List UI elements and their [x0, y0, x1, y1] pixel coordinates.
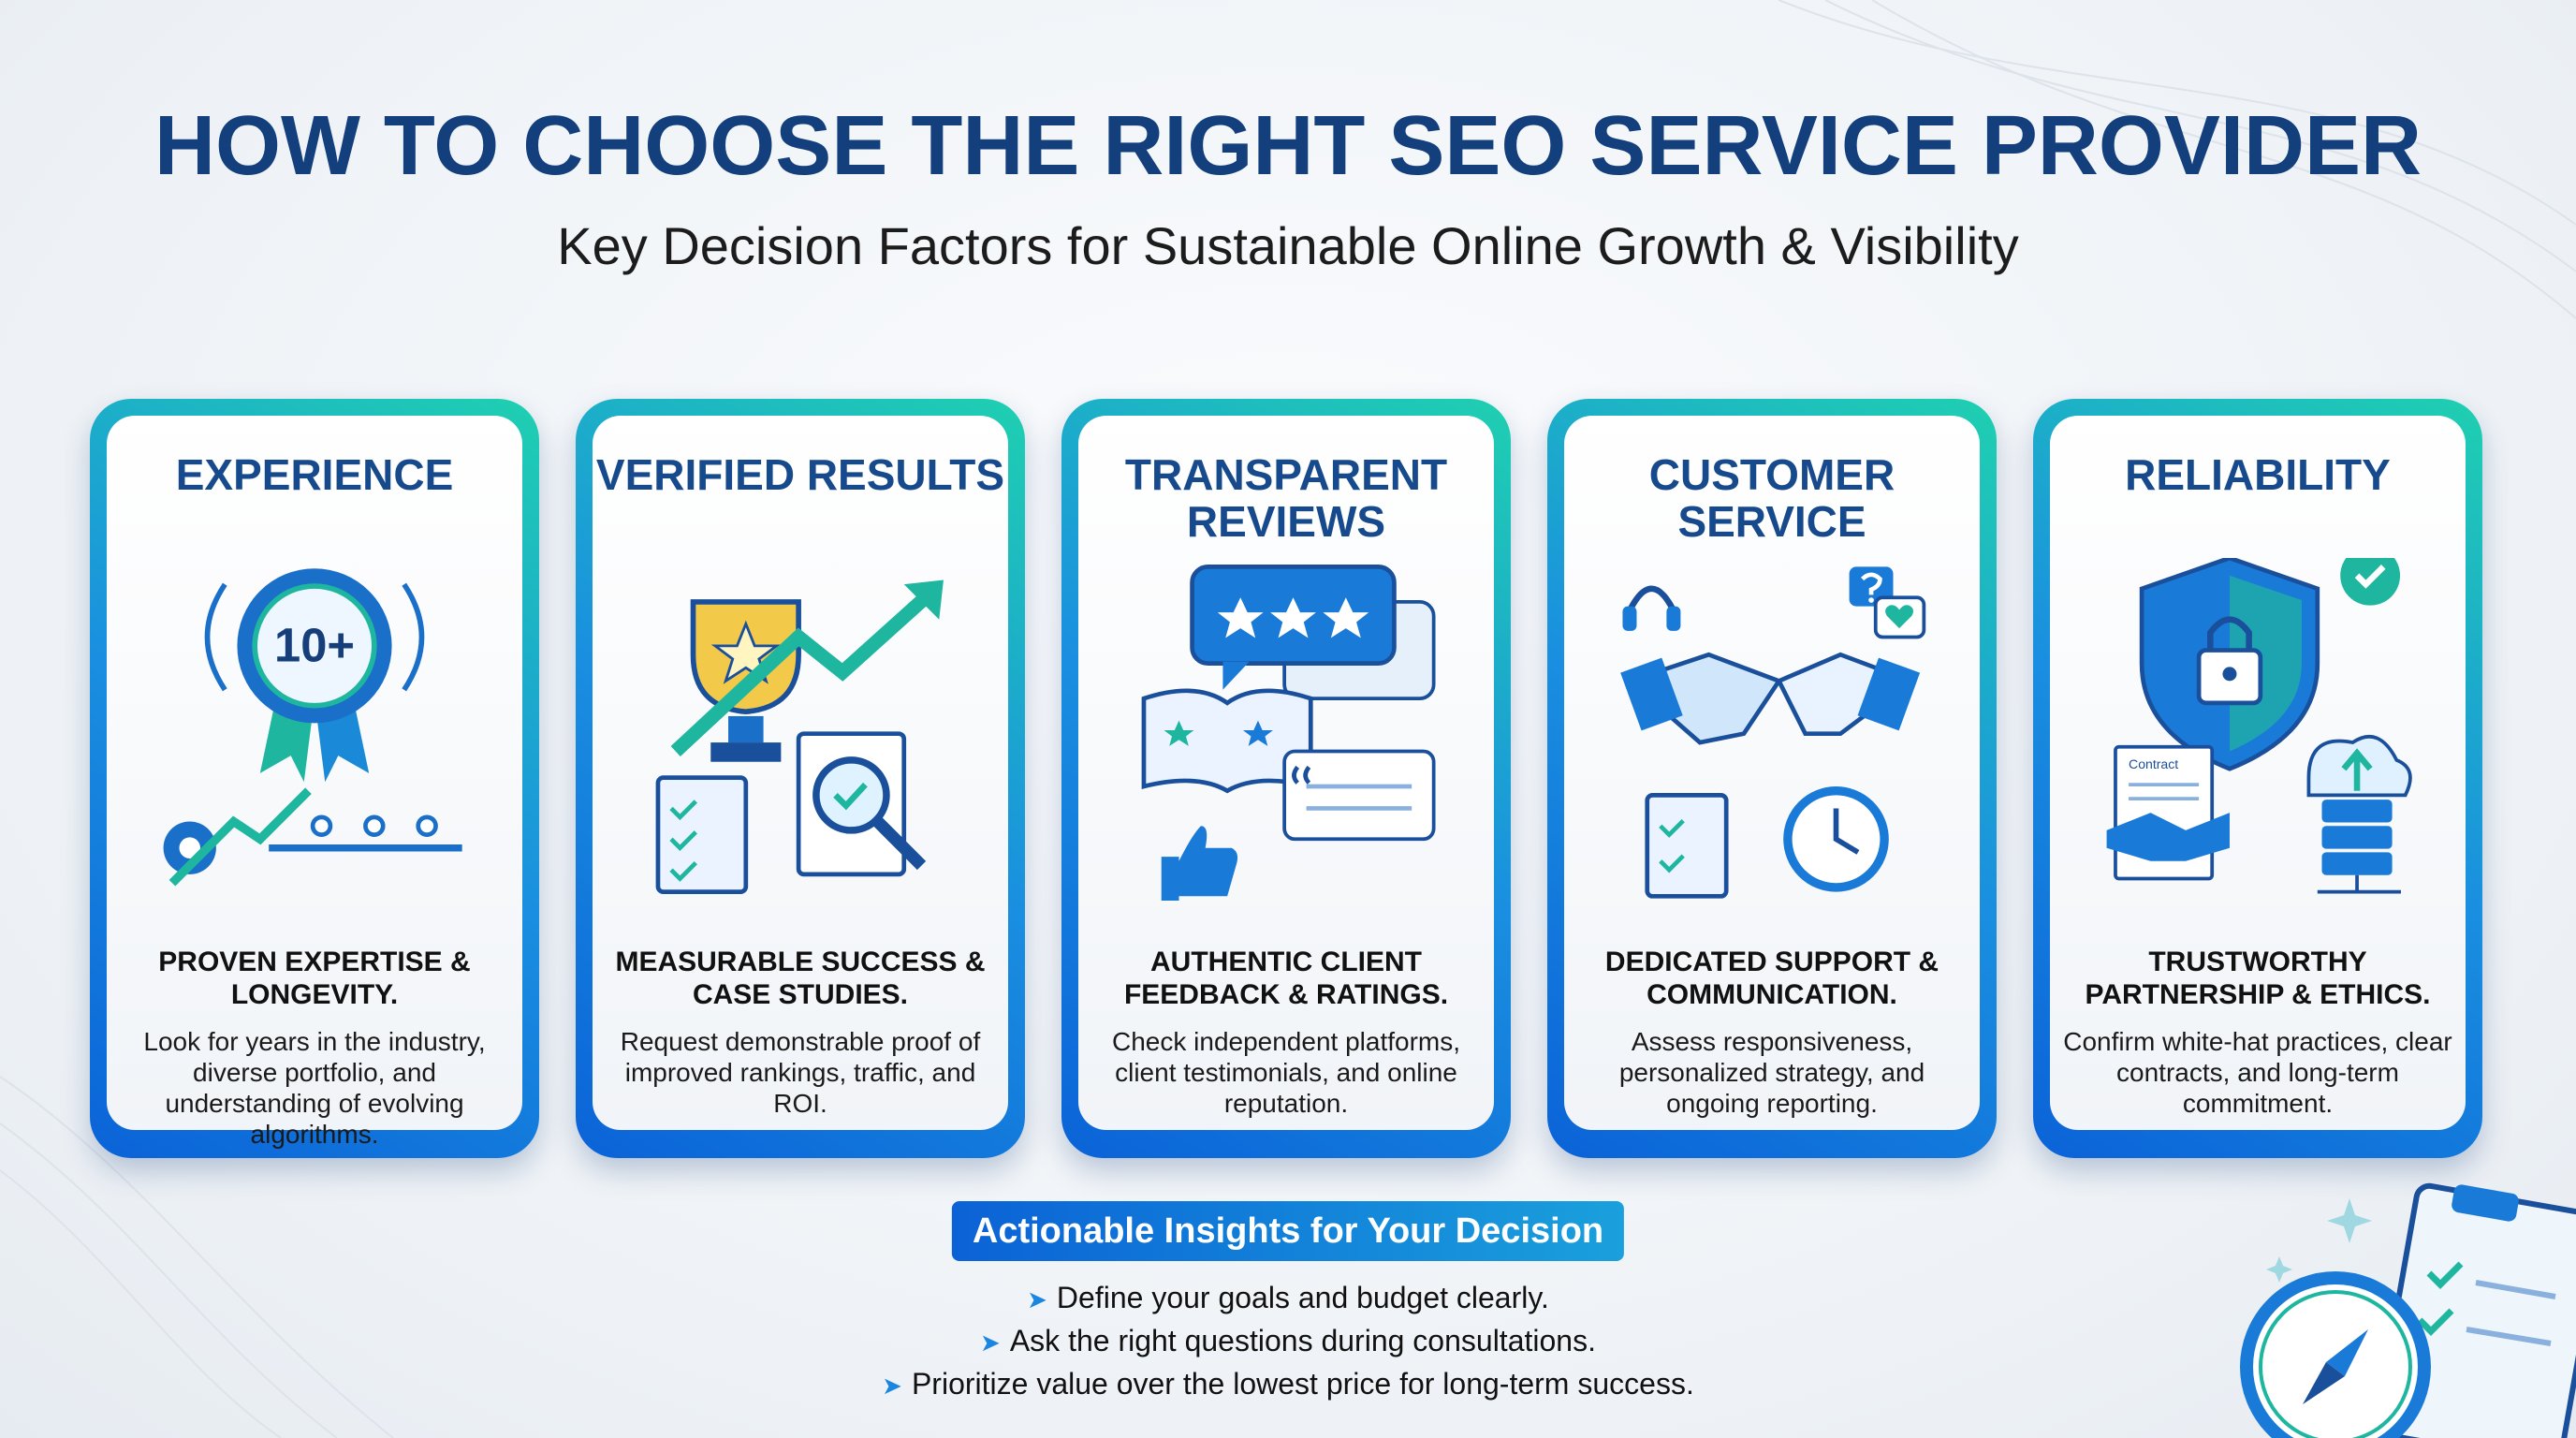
insights-banner: Actionable Insights for Your Decision: [951, 1201, 1625, 1261]
svg-text:Contract: Contract: [2129, 756, 2178, 771]
chevron-right-icon: ➤: [980, 1328, 1001, 1357]
card-description: Assess responsiveness, personalized stra…: [1618, 1027, 1925, 1118]
insights-list: ➤Define your goals and budget clearly. ➤…: [0, 1277, 2576, 1406]
award-badge-icon: 10+: [163, 568, 462, 887]
svg-text:10+: 10+: [274, 619, 355, 672]
trophy-icon: [655, 580, 944, 894]
insight-item: ➤Prioritize value over the lowest price …: [882, 1367, 1694, 1401]
card-description: Look for years in the industry, diverse …: [143, 1027, 486, 1149]
chevron-right-icon: ➤: [882, 1372, 902, 1400]
card-title: CUSTOMER SERVICE: [1648, 450, 1895, 546]
card-subheading: AUTHENTIC CLIENT FEEDBACK & RATINGS.: [1123, 946, 1449, 1010]
page-subtitle: Key Decision Factors for Sustainable Onl…: [557, 216, 2019, 275]
card-title: RELIABILITY: [2125, 450, 2391, 499]
card-transparent-reviews: TRANSPARENT REVIEWS AUTHENTIC CLIENT FEE…: [1061, 399, 1511, 1158]
card-title: EXPERIENCE: [175, 450, 454, 499]
page-title: HOW TO CHOOSE THE RIGHT SEO SERVICE PROV…: [154, 99, 2422, 193]
card-description: Check independent platforms, client test…: [1112, 1027, 1460, 1118]
review-stars-icon: [1141, 565, 1436, 901]
card-reliability: RELIABILITY Contract TRUSTWORTHY PARTNER…: [2033, 399, 2482, 1158]
card-title: VERIFIED RESULTS: [595, 450, 1005, 499]
insight-item: ➤Define your goals and budget clearly.: [1027, 1281, 1549, 1314]
compass-clipboard-icon: [2240, 1182, 2576, 1438]
card-description: Request demonstrable proof of improved r…: [620, 1027, 981, 1118]
card-subheading: MEASURABLE SUCCESS & CASE STUDIES.: [615, 946, 986, 1010]
card-customer-service: CUSTOMER SERVICE DEDICATED SUPPORT & COM…: [1547, 399, 1997, 1158]
card-experience: EXPERIENCE 10+ PROVEN EXPERTISE & LONGEV…: [90, 399, 539, 1158]
card-subheading: DEDICATED SUPPORT & COMMUNICATION.: [1604, 946, 1939, 1010]
insight-item: ➤Ask the right questions during consulta…: [980, 1324, 1596, 1357]
card-verified-results: VERIFIED RESULTS MEASURABLE SUCCESS & CA…: [576, 399, 1025, 1158]
handshake-icon: [1620, 566, 1926, 899]
star-rating-icon: [1217, 597, 1369, 638]
card-description: Confirm white-hat practices, clear contr…: [2063, 1027, 2452, 1118]
shield-lock-icon: Contract: [2106, 558, 2412, 894]
card-subheading: PROVEN EXPERTISE & LONGEVITY.: [158, 946, 471, 1010]
card-subheading: TRUSTWORTHY PARTNERSHIP & ETHICS.: [2085, 946, 2431, 1010]
sparkle-icon: [2266, 1256, 2292, 1283]
card-title: TRANSPARENT REVIEWS: [1124, 450, 1448, 546]
chevron-right-icon: ➤: [1027, 1285, 1047, 1313]
sparkle-icon: [2327, 1198, 2372, 1243]
